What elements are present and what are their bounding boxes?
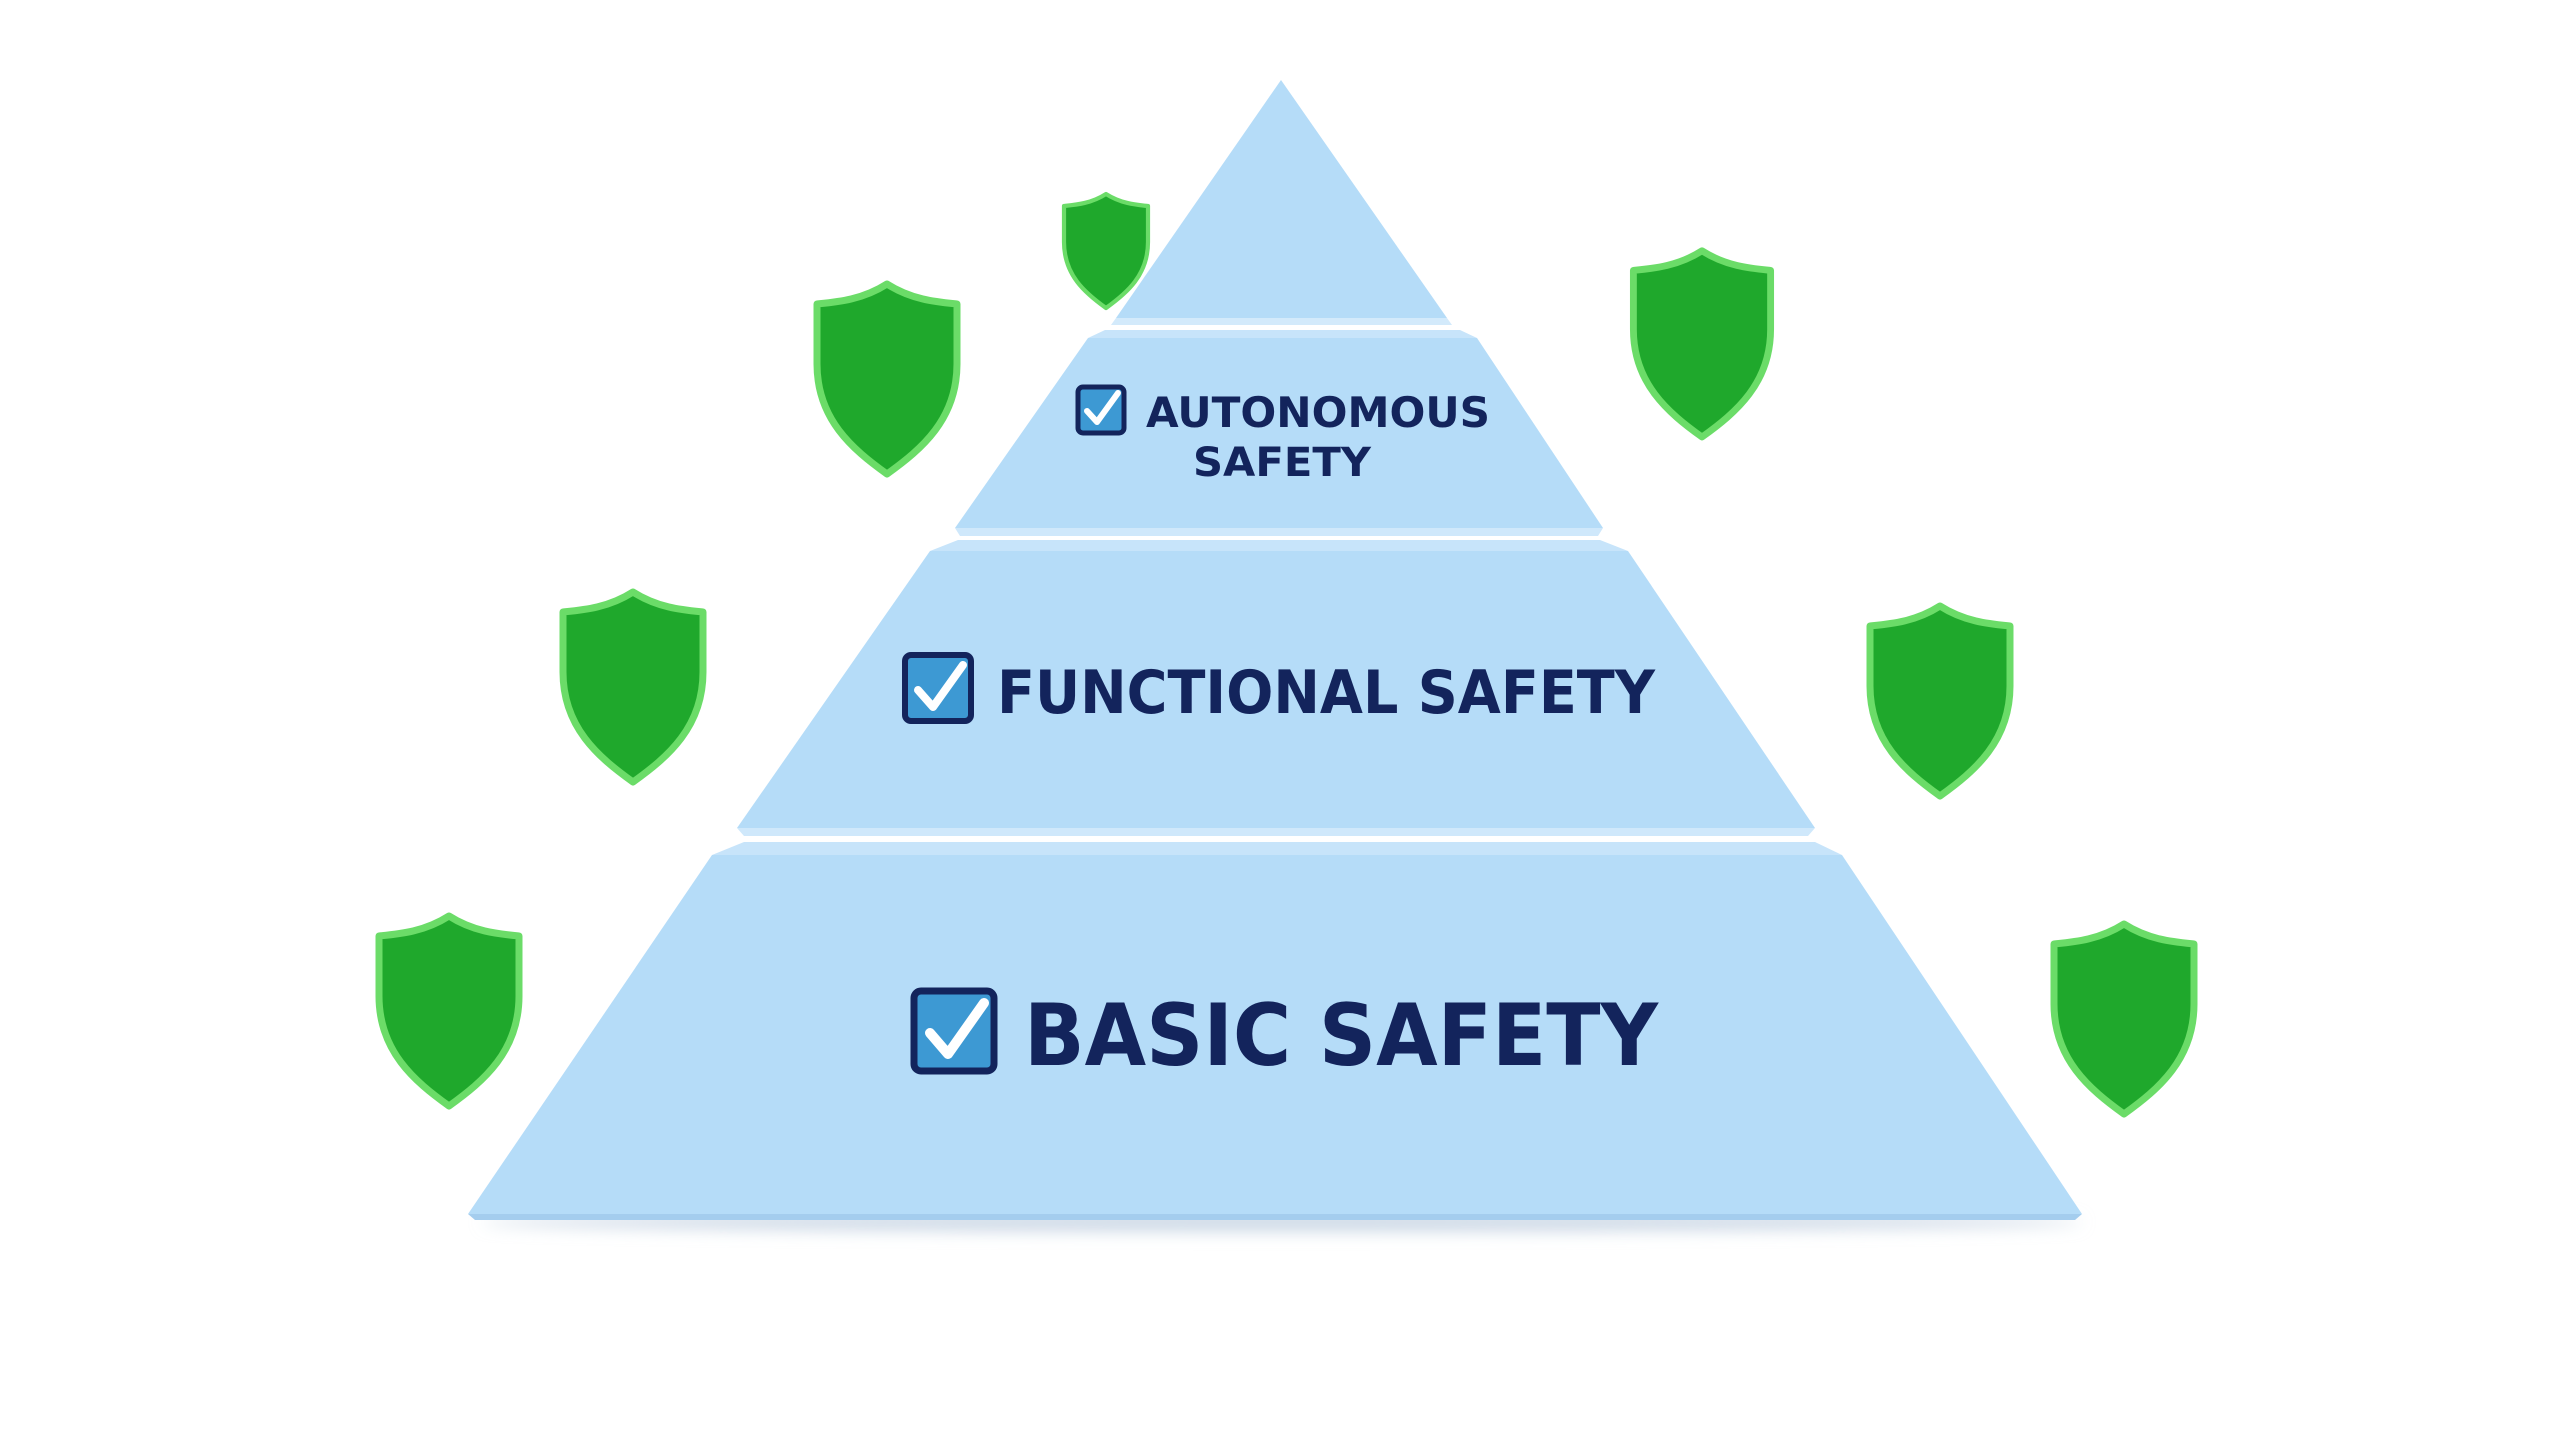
tier-apex-gap-edge bbox=[1111, 318, 1452, 325]
tier-functional-bottom-edge bbox=[737, 828, 1815, 836]
shield-icon bbox=[1629, 247, 1775, 441]
tier-autonomous-label-line-1: AUTONOMOUS bbox=[1146, 388, 1490, 437]
checkbox-checked-icon bbox=[902, 652, 974, 724]
shield-icon bbox=[375, 912, 523, 1110]
pyramid-tier-basic bbox=[468, 855, 2082, 1214]
shield-icon bbox=[559, 588, 707, 786]
tier-functional-top-edge bbox=[930, 540, 1628, 551]
shield-icon bbox=[813, 280, 961, 478]
pyramid-tier-apex bbox=[1116, 80, 1447, 318]
pyramid-tier-functional bbox=[737, 551, 1815, 828]
tier-autonomous-bottom-edge bbox=[955, 528, 1603, 536]
tier-autonomous-label-line-2: SAFETY bbox=[1193, 440, 1372, 486]
shield-icon bbox=[1061, 191, 1151, 311]
shield-icon bbox=[2050, 920, 2198, 1118]
tier-basic-top-edge bbox=[712, 842, 1842, 855]
tier-autonomous-top-edge bbox=[1088, 330, 1477, 338]
checkbox-checked-icon bbox=[910, 987, 998, 1075]
tier-basic-label: BASIC SAFETY bbox=[1024, 986, 1660, 1086]
tier-basic-bottom-edge bbox=[468, 1214, 2082, 1220]
tier-functional-label: FUNCTIONAL SAFETY bbox=[997, 658, 1656, 728]
shield-icon bbox=[1866, 602, 2014, 800]
checkbox-checked-icon bbox=[1075, 384, 1127, 436]
